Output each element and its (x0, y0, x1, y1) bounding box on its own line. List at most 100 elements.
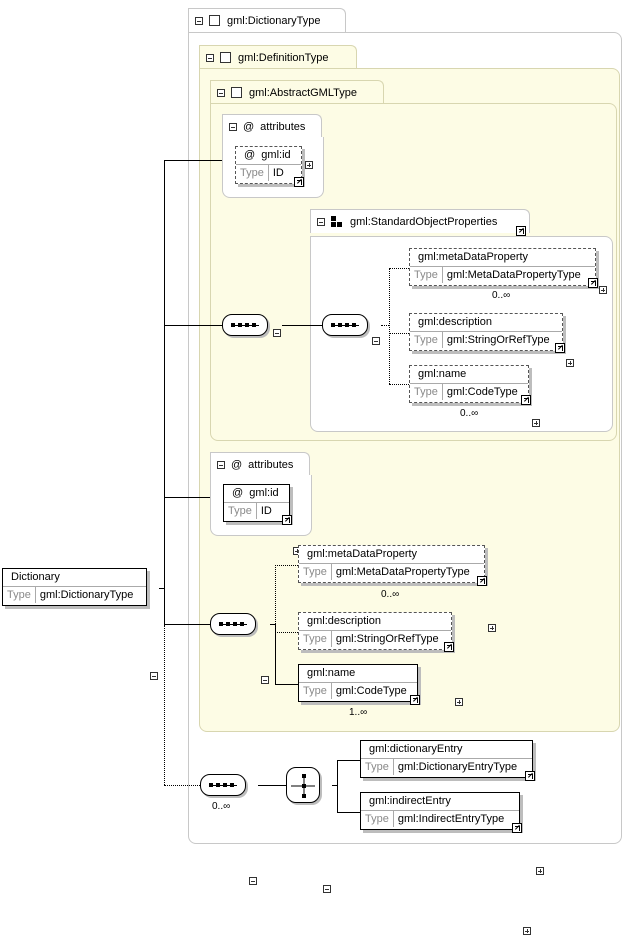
collapse-icon[interactable] (229, 122, 237, 131)
occurrence-label: 0..∞ (381, 589, 400, 600)
type-value: gml:CodeType (446, 386, 518, 398)
attribute-symbol: @ (244, 149, 256, 161)
type-key: Type (3, 587, 36, 603)
element-name-label: gml:name (418, 368, 467, 380)
connector (337, 760, 360, 761)
collapse-icon[interactable] (150, 672, 158, 680)
connector (164, 785, 200, 786)
type-link-icon[interactable] (512, 823, 522, 833)
type-value: gml:IndirectEntryType (397, 813, 505, 825)
connector (275, 565, 298, 566)
element-name: gml:indirectEntry (369, 795, 451, 807)
expand-icon[interactable] (488, 624, 496, 632)
connector (275, 632, 298, 633)
collapse-icon[interactable] (261, 676, 269, 684)
collapse-icon[interactable] (273, 329, 281, 337)
element-name: gml:dictionaryEntry (369, 743, 463, 755)
expand-icon[interactable] (532, 419, 540, 427)
type-link-icon[interactable] (588, 278, 598, 288)
type-value: gml:StringOrRefType (446, 334, 550, 346)
connector (258, 785, 286, 786)
collapse-icon[interactable] (323, 885, 331, 893)
type-key: Type (236, 165, 269, 181)
expand-icon[interactable] (305, 161, 313, 169)
choice-icon (291, 774, 315, 798)
standard-object-properties-tab[interactable]: gml:StandardObjectProperties (310, 209, 530, 233)
connector (164, 325, 222, 326)
definition-type-tab[interactable]: gml:DefinitionType (199, 45, 357, 69)
type-link-icon[interactable] (477, 576, 487, 586)
type-link-icon[interactable] (555, 343, 565, 353)
complex-type-icon (231, 87, 242, 98)
type-key: Type (224, 503, 257, 519)
standard-object-properties-label: gml:StandardObjectProperties (350, 215, 498, 228)
type-key: Type (410, 332, 443, 348)
type-link-icon[interactable] (294, 177, 304, 187)
occurrence-label: 1..∞ (349, 707, 368, 718)
element-name: gml:metaDataProperty (307, 548, 418, 560)
collapse-icon[interactable] (317, 217, 325, 226)
expand-icon[interactable] (536, 867, 544, 875)
choice-compositor[interactable] (286, 767, 320, 803)
collapse-icon[interactable] (372, 337, 380, 345)
attribute-icon: @ (231, 458, 243, 471)
sequence-compositor[interactable] (200, 774, 246, 796)
sequence-compositor[interactable] (222, 314, 268, 336)
type-link-icon[interactable] (282, 515, 292, 525)
collapse-icon[interactable] (206, 53, 214, 62)
collapse-icon[interactable] (249, 877, 257, 885)
collapse-icon[interactable] (217, 460, 225, 469)
collapse-icon[interactable] (217, 88, 225, 97)
expand-icon[interactable] (599, 286, 607, 294)
sequence-compositor[interactable] (322, 314, 368, 336)
type-key: Type (361, 759, 394, 775)
type-value: ID (272, 167, 284, 179)
connector (389, 268, 390, 384)
abstract-gml-type-label: gml:AbstractGMLType (249, 86, 357, 99)
expand-icon[interactable] (523, 927, 531, 935)
dictionary-type-tab[interactable]: gml:DictionaryType (188, 8, 346, 32)
dictionary-type-label: gml:DictionaryType (227, 14, 321, 27)
element-name: Dictionary (11, 571, 60, 583)
collapse-icon[interactable] (195, 16, 203, 25)
connector (275, 684, 298, 685)
expand-icon[interactable] (455, 698, 463, 706)
element-name: gml:description (307, 615, 381, 627)
connector (332, 785, 337, 786)
element-name-label: gml:name (307, 667, 356, 679)
type-key: Type (361, 811, 394, 827)
type-value: gml:DictionaryEntryType (397, 761, 518, 773)
type-value: gml:MetaDataPropertyType (335, 566, 470, 578)
abstract-attributes-tab[interactable]: @ attributes (222, 114, 322, 138)
connector (164, 160, 165, 625)
connector (164, 624, 210, 625)
connector (389, 333, 409, 334)
occurrence-label: 0..∞ (460, 408, 479, 419)
connector (270, 624, 275, 625)
group-icon (331, 215, 343, 228)
type-link-icon[interactable] (525, 771, 535, 781)
type-value: ID (260, 505, 272, 517)
type-link-icon[interactable] (410, 695, 420, 705)
sequence-compositor[interactable] (210, 613, 256, 635)
attributes-label: attributes (248, 458, 294, 471)
type-link-icon[interactable] (444, 642, 454, 652)
type-link-icon[interactable] (521, 395, 531, 405)
connector (164, 160, 222, 161)
group-link-icon[interactable] (516, 226, 526, 236)
abstract-gml-type-tab[interactable]: gml:AbstractGMLType (210, 80, 384, 104)
expand-icon[interactable] (566, 359, 574, 367)
element-name: gml:description (418, 316, 492, 328)
definition-attributes-tab[interactable]: @ attributes (210, 452, 310, 476)
